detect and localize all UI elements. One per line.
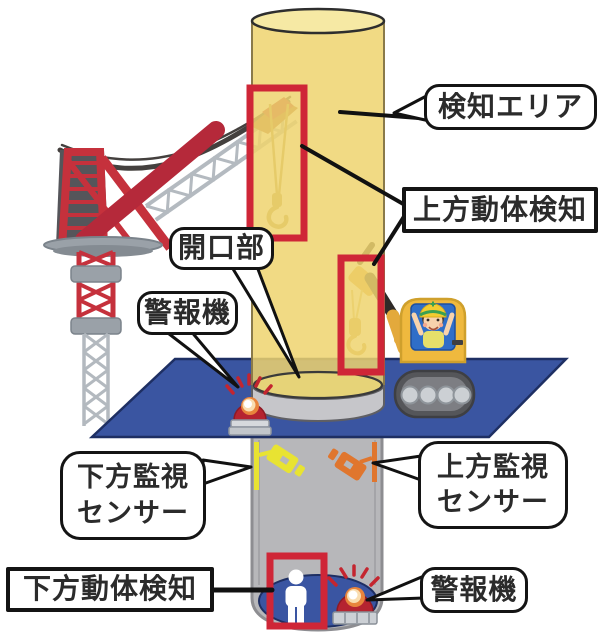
label-upper-motion-detection: 上方動体検知 (402, 187, 598, 233)
label-alarm-right: 警報機 (420, 567, 528, 613)
detection-area-cylinder (250, 7, 386, 385)
upper-detection-frame-crane-hook (246, 84, 308, 242)
alarm-beacon-floor-icon (225, 373, 273, 436)
label-alarm-left: 警報機 (137, 291, 238, 335)
label-detection-area: 検知エリア (424, 84, 597, 130)
label-opening: 開口部 (169, 227, 274, 270)
operator-icon (411, 301, 455, 348)
label-upper-monitor-sensor: 上方監視 センサー (418, 441, 568, 529)
person-pictogram-icon (285, 569, 307, 623)
pit-shaft (250, 435, 384, 632)
alarm-beacon-bottom-icon (327, 564, 380, 625)
label-lower-motion-detection: 下方動体検知 (6, 567, 214, 612)
upper-detection-frame-excavator-hook (337, 254, 385, 376)
cctv-camera-down-icon (254, 442, 305, 490)
opening-top-surface (252, 370, 384, 400)
label-lower-monitor-sensor: 下方監視 センサー (60, 451, 206, 540)
